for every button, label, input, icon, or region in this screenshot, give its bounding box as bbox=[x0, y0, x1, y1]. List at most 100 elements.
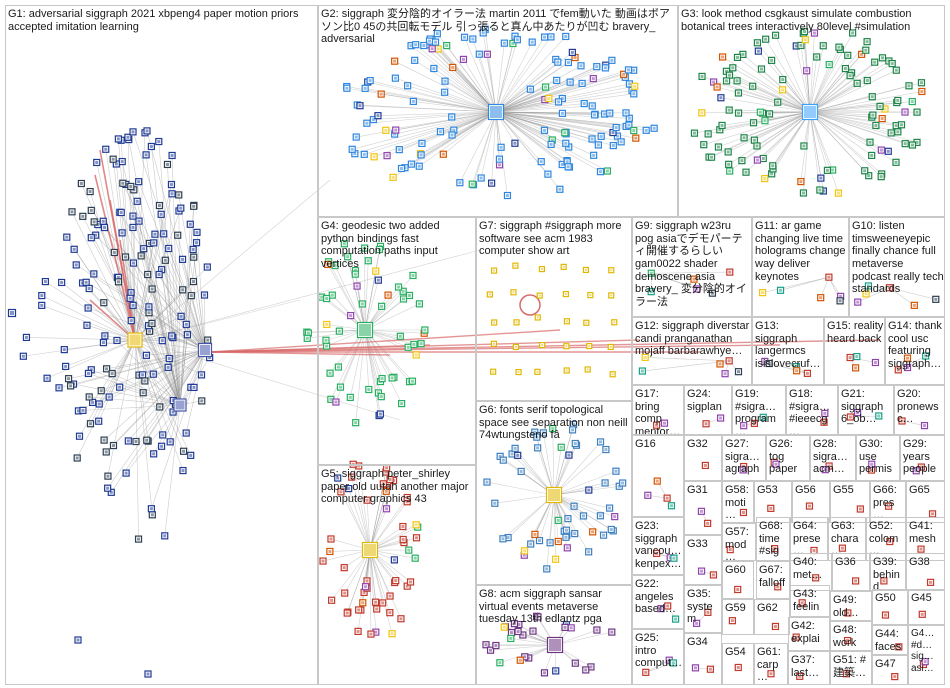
node-g25-fill bbox=[667, 658, 671, 662]
node-g4-fill bbox=[367, 388, 371, 392]
edge-g3 bbox=[809, 111, 897, 163]
edge-g6 bbox=[553, 429, 573, 496]
group-label-g62: G62 bbox=[757, 602, 778, 614]
edge-g3 bbox=[772, 111, 811, 170]
node-g3-fill bbox=[719, 96, 723, 100]
node-g5-fill bbox=[350, 475, 354, 479]
node-g12-fill bbox=[723, 372, 727, 376]
group-label-g13: G13: siggraph langermcs isislovecruf… bbox=[755, 320, 821, 370]
node-g7-fill bbox=[538, 294, 541, 297]
node-g8-fill bbox=[563, 625, 567, 629]
edge-g3 bbox=[741, 111, 811, 161]
node-g2-fill bbox=[652, 126, 656, 130]
edge-g6 bbox=[499, 456, 555, 496]
node-g3-fill bbox=[879, 175, 883, 179]
node-g3-fill bbox=[915, 140, 919, 144]
edge-g6 bbox=[552, 428, 555, 496]
group-label-g10: G10: listen timsweeneyepic finally chanc… bbox=[852, 220, 944, 296]
node-g25-fill bbox=[644, 670, 648, 674]
node-g2-fill bbox=[458, 181, 462, 185]
node-g2-fill bbox=[595, 65, 599, 69]
node-g2-fill bbox=[544, 85, 548, 89]
self-loop-g7 bbox=[519, 294, 541, 316]
node-g1-fill bbox=[81, 408, 85, 412]
edge-g5 bbox=[369, 491, 387, 551]
node-g4-fill bbox=[374, 269, 378, 273]
node-g5-fill bbox=[381, 601, 385, 605]
edge-g1 bbox=[125, 404, 181, 474]
edge-g3 bbox=[809, 63, 893, 113]
group-label-g14: G14: thank cool usc featuring siggraph… bbox=[888, 320, 942, 370]
node-g15-fill bbox=[848, 356, 852, 360]
node-g6-fill bbox=[609, 527, 613, 531]
edge-g2 bbox=[495, 111, 595, 116]
group-label-g68: G68: time #sig… bbox=[759, 520, 783, 560]
group-box-g17: G17: bring comp mentor… bbox=[632, 385, 684, 435]
edge-g2 bbox=[495, 111, 567, 135]
node-g2-fill bbox=[443, 90, 447, 94]
node-g1-fill bbox=[110, 372, 114, 376]
node-g1-fill bbox=[205, 265, 209, 269]
node-g3-fill bbox=[755, 144, 759, 148]
group-box-g48: G48: work bbox=[830, 621, 872, 651]
node-g1-fill bbox=[152, 241, 156, 245]
node-g6-fill bbox=[573, 532, 577, 536]
node-g4-fill bbox=[320, 295, 324, 299]
node-g1-fill bbox=[116, 137, 120, 141]
node-g6-fill bbox=[538, 539, 542, 543]
edge-g3 bbox=[809, 33, 815, 113]
node-g2-fill bbox=[422, 44, 426, 48]
edge-g2 bbox=[415, 44, 497, 113]
node-g1-fill bbox=[64, 364, 68, 368]
node-g1-fill bbox=[179, 314, 183, 318]
node-g3-fill bbox=[758, 110, 762, 114]
group-box-g47: G47 bbox=[872, 655, 908, 685]
node-g1-fill bbox=[147, 241, 151, 245]
group-label-g20: G20: pronews c… bbox=[897, 388, 939, 426]
edge-g3 bbox=[720, 97, 811, 113]
group-box-g19: G19: #sigra… program… bbox=[732, 385, 786, 435]
node-g45-fill bbox=[920, 612, 924, 616]
node-g2-fill bbox=[555, 78, 559, 82]
edge-g3 bbox=[809, 111, 882, 175]
node-g3-fill bbox=[716, 145, 720, 149]
node-g5-fill bbox=[392, 558, 396, 562]
edge-g3 bbox=[809, 111, 871, 143]
node-g5-fill bbox=[339, 490, 343, 494]
node-g4-fill bbox=[330, 293, 334, 297]
edge-g4 bbox=[327, 264, 366, 331]
node-g2-fill bbox=[556, 60, 560, 64]
edge-g3 bbox=[809, 55, 848, 113]
edge-g3 bbox=[772, 111, 811, 166]
node-g24-fill bbox=[704, 422, 708, 426]
group-label-g4: G4: geodesic two added python bindings f… bbox=[321, 220, 440, 270]
edge-g1 bbox=[134, 339, 153, 515]
node-g2-fill bbox=[393, 132, 397, 136]
edge-g2 bbox=[354, 111, 497, 154]
node-g11-fill bbox=[827, 275, 831, 279]
node-g1-hub-fill bbox=[200, 345, 210, 355]
node-g2-fill bbox=[505, 194, 509, 198]
node-g8-fill bbox=[502, 625, 506, 629]
edge-g4 bbox=[347, 256, 366, 331]
edge-g3 bbox=[809, 100, 898, 113]
node-g6-fill bbox=[614, 469, 618, 473]
edge-g1 bbox=[134, 339, 164, 436]
node-g23-fill bbox=[668, 556, 672, 560]
node-g6-fill bbox=[533, 430, 537, 434]
node-g5-fill bbox=[336, 476, 340, 480]
node-g3-fill bbox=[855, 81, 859, 85]
node-g2-fill bbox=[420, 141, 424, 145]
edge-g6 bbox=[502, 494, 555, 540]
node-g1-fill bbox=[60, 280, 64, 284]
node-g1-fill bbox=[163, 534, 167, 538]
node-g7-fill bbox=[610, 294, 613, 297]
node-g7-fill bbox=[588, 345, 591, 348]
node-g1-fill bbox=[123, 255, 127, 259]
node-g6-fill bbox=[519, 469, 523, 473]
node-g1-fill bbox=[185, 333, 189, 337]
edge-g4 bbox=[364, 329, 425, 334]
node-g2-fill bbox=[451, 65, 455, 69]
node-g2-fill bbox=[599, 134, 603, 138]
node-g50-fill bbox=[883, 613, 887, 617]
